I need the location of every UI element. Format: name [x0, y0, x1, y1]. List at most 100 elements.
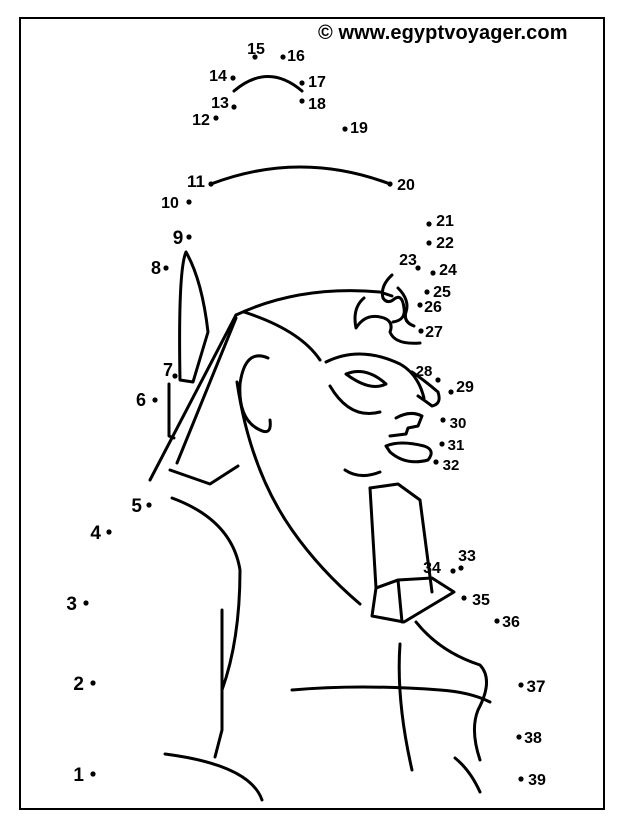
dot-26: 26 — [417, 299, 442, 316]
dot-number-label: 31 — [448, 437, 465, 454]
dot-number-label: 30 — [450, 415, 467, 432]
dot-marker — [231, 104, 237, 110]
dot-number-label: 39 — [528, 772, 546, 789]
dot-marker — [494, 618, 500, 624]
dot-34: 34 — [423, 560, 456, 577]
dot-marker — [252, 54, 258, 60]
beard-base — [370, 576, 456, 624]
dot-number-label: 15 — [247, 41, 265, 58]
dot-number-label: 33 — [458, 548, 476, 565]
page-border — [19, 17, 605, 810]
dot-27: 27 — [418, 324, 443, 341]
collar-line — [290, 685, 492, 704]
dot-marker — [516, 734, 522, 740]
dot-marker — [172, 373, 178, 379]
dot-21: 21 — [426, 213, 454, 230]
eye-lower — [328, 384, 382, 415]
dot-marker — [280, 54, 286, 60]
dot-number-label: 16 — [287, 48, 305, 65]
dot-3: 3 — [66, 594, 89, 615]
dot-marker — [458, 565, 464, 571]
dot-15: 15 — [247, 41, 265, 60]
dot-23: 23 — [399, 252, 421, 271]
dot-number-label: 36 — [502, 614, 520, 631]
dot-4: 4 — [90, 523, 112, 544]
dot-number-label: 20 — [397, 177, 415, 194]
dot-number-label: 14 — [209, 68, 227, 85]
dot-20: 20 — [387, 177, 415, 194]
dot-number-label: 23 — [399, 252, 417, 269]
dot-marker — [186, 199, 192, 205]
crown-back-edge — [167, 382, 176, 440]
crown-band-arc — [209, 165, 392, 186]
dot-number-label: 5 — [131, 496, 142, 517]
dot-number-label: 8 — [151, 258, 161, 278]
base-line-right — [453, 756, 482, 794]
dot-33: 33 — [458, 548, 476, 571]
brow — [324, 352, 426, 400]
dot-9: 9 — [173, 228, 192, 249]
cobra-coil — [380, 273, 406, 324]
headdress-top — [234, 289, 394, 317]
dot-number-label: 22 — [436, 235, 454, 252]
dot-number-label: 7 — [163, 360, 173, 380]
dot-marker — [387, 181, 393, 187]
dot-2: 2 — [73, 674, 96, 695]
dot-1: 1 — [73, 765, 96, 786]
eye — [344, 370, 388, 388]
beard-rear — [368, 486, 400, 590]
dot-10: 10 — [161, 195, 192, 212]
dot-marker — [417, 302, 423, 308]
dot-25: 25 — [424, 284, 451, 301]
dot-marker — [461, 595, 467, 601]
dot-16: 16 — [280, 48, 305, 65]
dot-number-label: 21 — [436, 213, 454, 230]
nemes-lappet-left — [168, 464, 240, 486]
dot-number-label: 2 — [73, 674, 84, 695]
dot-number-label: 29 — [456, 379, 474, 396]
chest-left — [213, 608, 224, 759]
dot-30: 30 — [440, 415, 466, 432]
dot-29: 29 — [448, 379, 474, 396]
dot-marker — [426, 240, 432, 246]
pharaoh-outline-art — [148, 75, 492, 802]
dot-number-label: 11 — [187, 172, 205, 191]
dot-number-label: 19 — [350, 120, 368, 137]
dot-marker — [146, 502, 152, 508]
dot-number-label: 37 — [527, 677, 546, 696]
mouth — [384, 441, 433, 464]
dot-5: 5 — [131, 496, 152, 517]
dot-marker — [83, 600, 89, 606]
cobra-body — [353, 296, 422, 345]
dot-24: 24 — [430, 262, 457, 279]
dot-37: 37 — [518, 677, 545, 696]
dot-number-label: 4 — [90, 523, 101, 544]
dot-number-label: 17 — [308, 74, 326, 91]
dot-marker — [440, 417, 446, 423]
dot-marker — [448, 389, 454, 395]
nostril — [388, 411, 424, 438]
base-line — [163, 752, 264, 802]
dot-marker — [433, 459, 439, 465]
dot-39: 39 — [518, 772, 546, 789]
chest-center — [397, 642, 414, 772]
dot-marker — [90, 771, 96, 777]
dot-number-label: 24 — [439, 262, 457, 279]
dot-13: 13 — [211, 95, 237, 112]
dot-marker — [439, 441, 445, 447]
dot-marker — [450, 568, 456, 574]
dot-number-label: 12 — [192, 112, 210, 129]
dot-number-label: 6 — [136, 390, 146, 410]
dot-number-label: 27 — [425, 324, 443, 341]
dot-6: 6 — [136, 390, 158, 410]
headdress-rear — [148, 313, 238, 482]
dot-14: 14 — [209, 68, 236, 85]
crown-top-arc — [232, 75, 304, 93]
dot-35: 35 — [461, 592, 490, 609]
headdress-front — [242, 310, 322, 362]
dot-number-label: 10 — [161, 195, 179, 212]
dot-marker — [186, 234, 192, 240]
dot-marker — [430, 270, 436, 276]
